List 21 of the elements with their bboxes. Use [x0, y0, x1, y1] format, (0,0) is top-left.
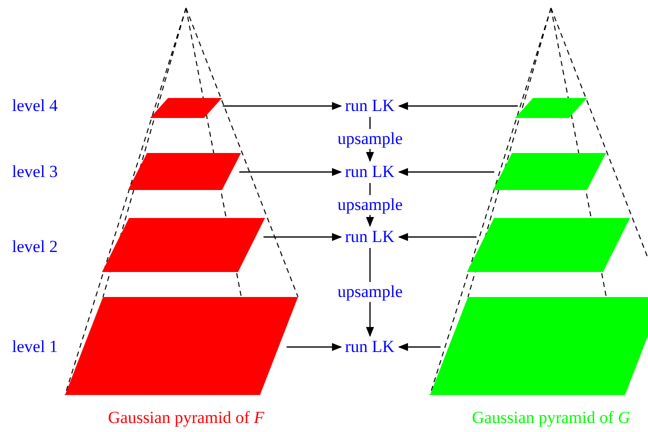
pyramid-caption: Gaussian pyramid of G: [472, 408, 630, 428]
edge-label: upsample: [338, 129, 403, 149]
level-label: level 2: [12, 237, 58, 257]
arrow: [264, 233, 342, 241]
level-label: level 3: [12, 162, 58, 182]
edge-label: upsample: [338, 194, 403, 214]
arrow: [398, 102, 518, 110]
arrow: [239, 168, 342, 176]
arrow: [398, 168, 494, 176]
edge-label: upsample: [338, 282, 403, 302]
arrow: [398, 343, 441, 351]
step-label: run LK: [345, 227, 395, 246]
arrow: [286, 343, 342, 351]
step-label: run LK: [345, 337, 395, 356]
arrow: [222, 102, 342, 110]
step-label: run LK: [345, 162, 395, 181]
level-label: level 4: [12, 96, 58, 116]
arrow: [398, 233, 476, 241]
pyramid-caption: Gaussian pyramid of F: [108, 408, 264, 428]
step-label: run LK: [345, 96, 395, 115]
level-label: level 1: [12, 337, 58, 357]
